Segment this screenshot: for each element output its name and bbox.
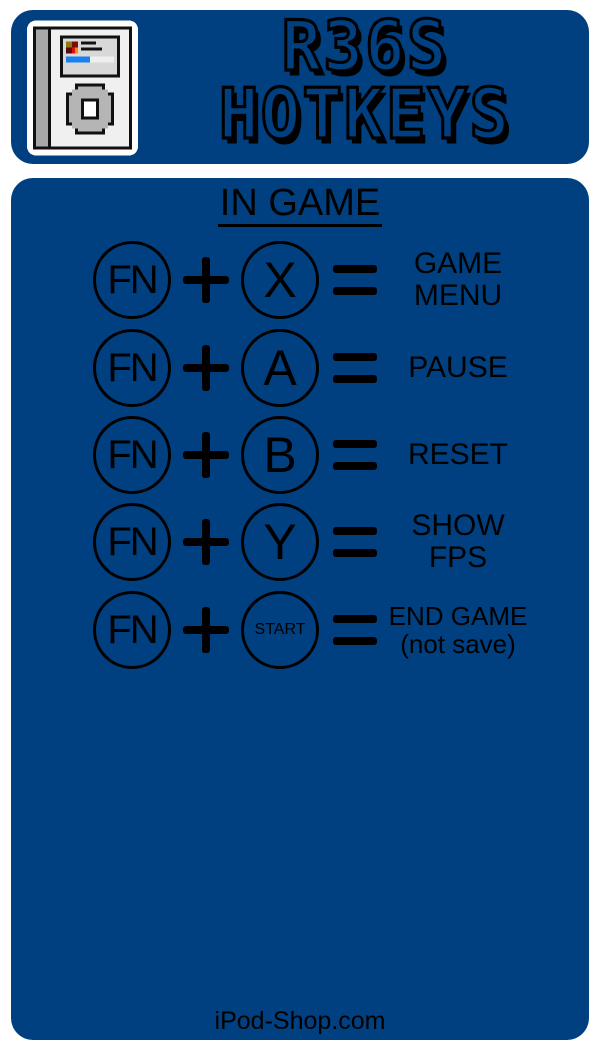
fn-button-icon: FN bbox=[93, 591, 171, 669]
start-button-icon: START bbox=[241, 591, 319, 669]
fn-button-icon: FN bbox=[93, 503, 171, 581]
hotkey-result: RESET bbox=[378, 416, 538, 494]
b-button-icon: B bbox=[241, 416, 319, 494]
fn-button-icon: FN bbox=[93, 416, 171, 494]
x-button-icon: X bbox=[241, 241, 319, 319]
plus-icon bbox=[183, 519, 229, 565]
equals-icon bbox=[333, 440, 377, 472]
title-line-2: HOTKEYS bbox=[217, 74, 512, 155]
section-title: IN GAME bbox=[0, 182, 600, 227]
plus-icon bbox=[183, 432, 229, 478]
hotkey-row: FN X GAME MENU bbox=[0, 241, 600, 321]
section-title-text: IN GAME bbox=[217, 183, 383, 227]
hotkey-result: END GAME (not save) bbox=[378, 591, 538, 669]
hotkey-row: FN START END GAME (not save) bbox=[0, 591, 600, 671]
result-line-2: MENU bbox=[413, 279, 503, 312]
result-line-1: END GAME bbox=[388, 601, 528, 631]
equals-icon bbox=[333, 353, 377, 385]
equals-icon bbox=[333, 527, 377, 559]
hotkey-result: SHOW FPS bbox=[378, 503, 538, 581]
plus-icon bbox=[183, 607, 229, 653]
hotkey-row: FN Y SHOW FPS bbox=[0, 503, 600, 583]
hotkey-result: GAME MENU bbox=[378, 241, 538, 319]
equals-icon bbox=[333, 265, 377, 297]
hotkey-row: FN B RESET bbox=[0, 416, 600, 496]
y-button-icon: Y bbox=[241, 503, 319, 581]
result-line-2: (not save) bbox=[400, 629, 516, 659]
fn-button-icon: FN bbox=[93, 329, 171, 407]
equals-icon bbox=[333, 615, 377, 647]
hotkey-row: FN A PAUSE bbox=[0, 329, 600, 409]
fn-button-icon: FN bbox=[93, 241, 171, 319]
result-line-1: GAME bbox=[413, 247, 503, 280]
a-button-icon: A bbox=[241, 329, 319, 407]
result-line-1: PAUSE bbox=[408, 351, 508, 384]
result-line-1: RESET bbox=[407, 438, 509, 471]
result-line-2: FPS bbox=[428, 541, 488, 574]
hotkey-result: PAUSE bbox=[378, 329, 538, 407]
plus-icon bbox=[183, 345, 229, 391]
footer-website: iPod-Shop.com bbox=[214, 1007, 386, 1035]
result-line-1: SHOW bbox=[411, 509, 505, 542]
ipod-icon bbox=[27, 20, 138, 156]
title-line-1: R36S bbox=[280, 6, 449, 87]
plus-icon bbox=[183, 257, 229, 303]
